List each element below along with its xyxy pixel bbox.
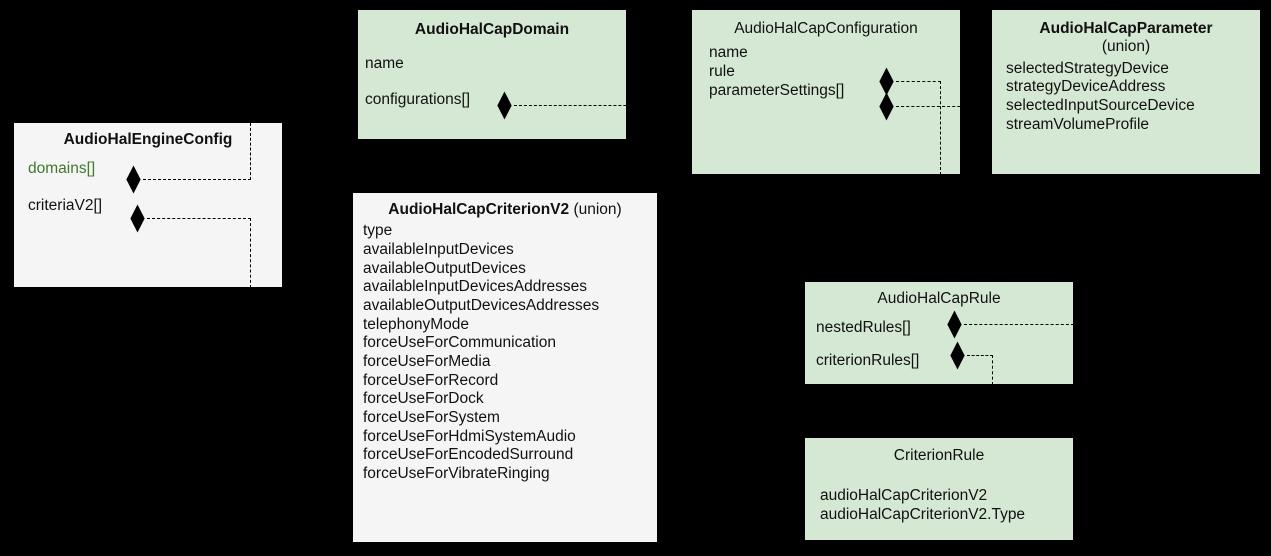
connector-rule-vertical [940, 81, 941, 175]
attribute-type: type [363, 222, 393, 240]
class-box-criterion-rule[interactable]: CriterionRule audioHalCapCriterionV2 aud… [804, 437, 1074, 541]
class-title-audio-hal-cap-parameter: AudioHalCapParameter [1039, 20, 1213, 37]
attribute-force-use-for-media: forceUseForMedia [363, 352, 491, 370]
connector-criteria-v2-vertical [250, 218, 251, 288]
class-box-audio-hal-cap-criterion-v2[interactable]: AudioHalCapCriterionV2 (union) type avai… [352, 192, 658, 543]
class-title-audio-hal-engine-config: AudioHalEngineConfig [63, 131, 233, 148]
connector-configurations-horizontal [514, 105, 691, 106]
attribute-selected-input-source-device: selectedInputSourceDevice [1006, 96, 1195, 114]
attribute-available-output-devices-addresses: availableOutputDevicesAddresses [363, 296, 600, 314]
attribute-telephony-mode: telephonyMode [363, 315, 469, 333]
attribute-selected-strategy-device: selectedStrategyDevice [1006, 59, 1169, 77]
attribute-strategy-device-address: strategyDeviceAddress [1006, 78, 1166, 96]
attribute-audio-hal-cap-criterion-v2-type: audioHalCapCriterionV2.Type [820, 505, 1026, 523]
attribute-criteria-v2: criteriaV2[] [28, 196, 103, 214]
connector-criteria-v2-horizontal [147, 218, 251, 219]
attribute-nested-rules: nestedRules[] [816, 319, 911, 337]
attribute-available-output-devices: availableOutputDevices [363, 259, 526, 277]
connector-domains-vertical [250, 123, 251, 180]
class-title-audio-hal-cap-domain: AudioHalCapDomain [414, 21, 570, 38]
class-box-audio-hal-cap-rule[interactable]: AudioHalCapRule nestedRules[] criterionR… [804, 281, 1074, 385]
attribute-force-use-for-hdmi-system-audio: forceUseForHdmiSystemAudio [363, 427, 576, 445]
connector-rule-horizontal [896, 81, 941, 82]
attribute-force-use-for-encoded-surround: forceUseForEncodedSurround [363, 446, 574, 464]
attribute-audio-hal-cap-criterion-v2: audioHalCapCriterionV2 [820, 487, 988, 505]
attribute-force-use-for-communication: forceUseForCommunication [363, 334, 556, 352]
class-subtitle-union-parameter: (union) [1101, 38, 1151, 56]
class-box-audio-hal-cap-configuration[interactable]: AudioHalCapConfiguration name rule param… [691, 9, 961, 175]
connector-domains-horizontal [143, 179, 251, 180]
connector-criterion-rules-horizontal [967, 355, 993, 356]
class-box-audio-hal-engine-config[interactable]: AudioHalEngineConfig domains[] criteriaV… [13, 122, 283, 288]
class-title-audio-hal-cap-rule: AudioHalCapRule [877, 290, 1001, 307]
attribute-criterion-rules: criterionRules[] [816, 351, 920, 369]
attribute-name-configuration: name [709, 44, 748, 62]
attribute-available-input-devices: availableInputDevices [363, 240, 514, 258]
class-title-audio-hal-cap-configuration: AudioHalCapConfiguration [734, 20, 918, 37]
connector-criterion-rules-vertical [992, 355, 993, 385]
class-title-criterion-rule: CriterionRule [893, 447, 985, 464]
attribute-force-use-for-system: forceUseForSystem [363, 409, 500, 426]
attribute-force-use-for-dock: forceUseForDock [363, 390, 484, 408]
attribute-parameter-settings: parameterSettings[] [709, 81, 845, 99]
class-box-audio-hal-cap-domain[interactable]: AudioHalCapDomain name configurations[] [357, 9, 627, 140]
attribute-name-domain: name [365, 55, 404, 73]
attribute-domains: domains[] [28, 160, 96, 178]
connector-nested-rules-horizontal [964, 324, 1074, 325]
attribute-configurations: configurations[] [365, 90, 471, 108]
attribute-force-use-for-record: forceUseForRecord [363, 371, 499, 389]
class-subtitle-union-criterion-text: (union) [573, 201, 622, 218]
class-title-audio-hal-cap-criterion-v2: AudioHalCapCriterionV2 (union) [353, 201, 657, 219]
class-box-audio-hal-cap-parameter[interactable]: AudioHalCapParameter (union) selectedStr… [991, 9, 1261, 175]
attribute-force-use-for-vibrate-ringing: forceUseForVibrateRinging [363, 465, 550, 483]
class-title-text: AudioHalCapCriterionV2 [388, 201, 570, 218]
attribute-available-input-devices-addresses: availableInputDevicesAddresses [363, 278, 588, 296]
attribute-rule: rule [709, 62, 735, 80]
connector-parameter-settings-horizontal [896, 106, 991, 107]
attribute-stream-volume-profile: streamVolumeProfile [1006, 115, 1150, 133]
